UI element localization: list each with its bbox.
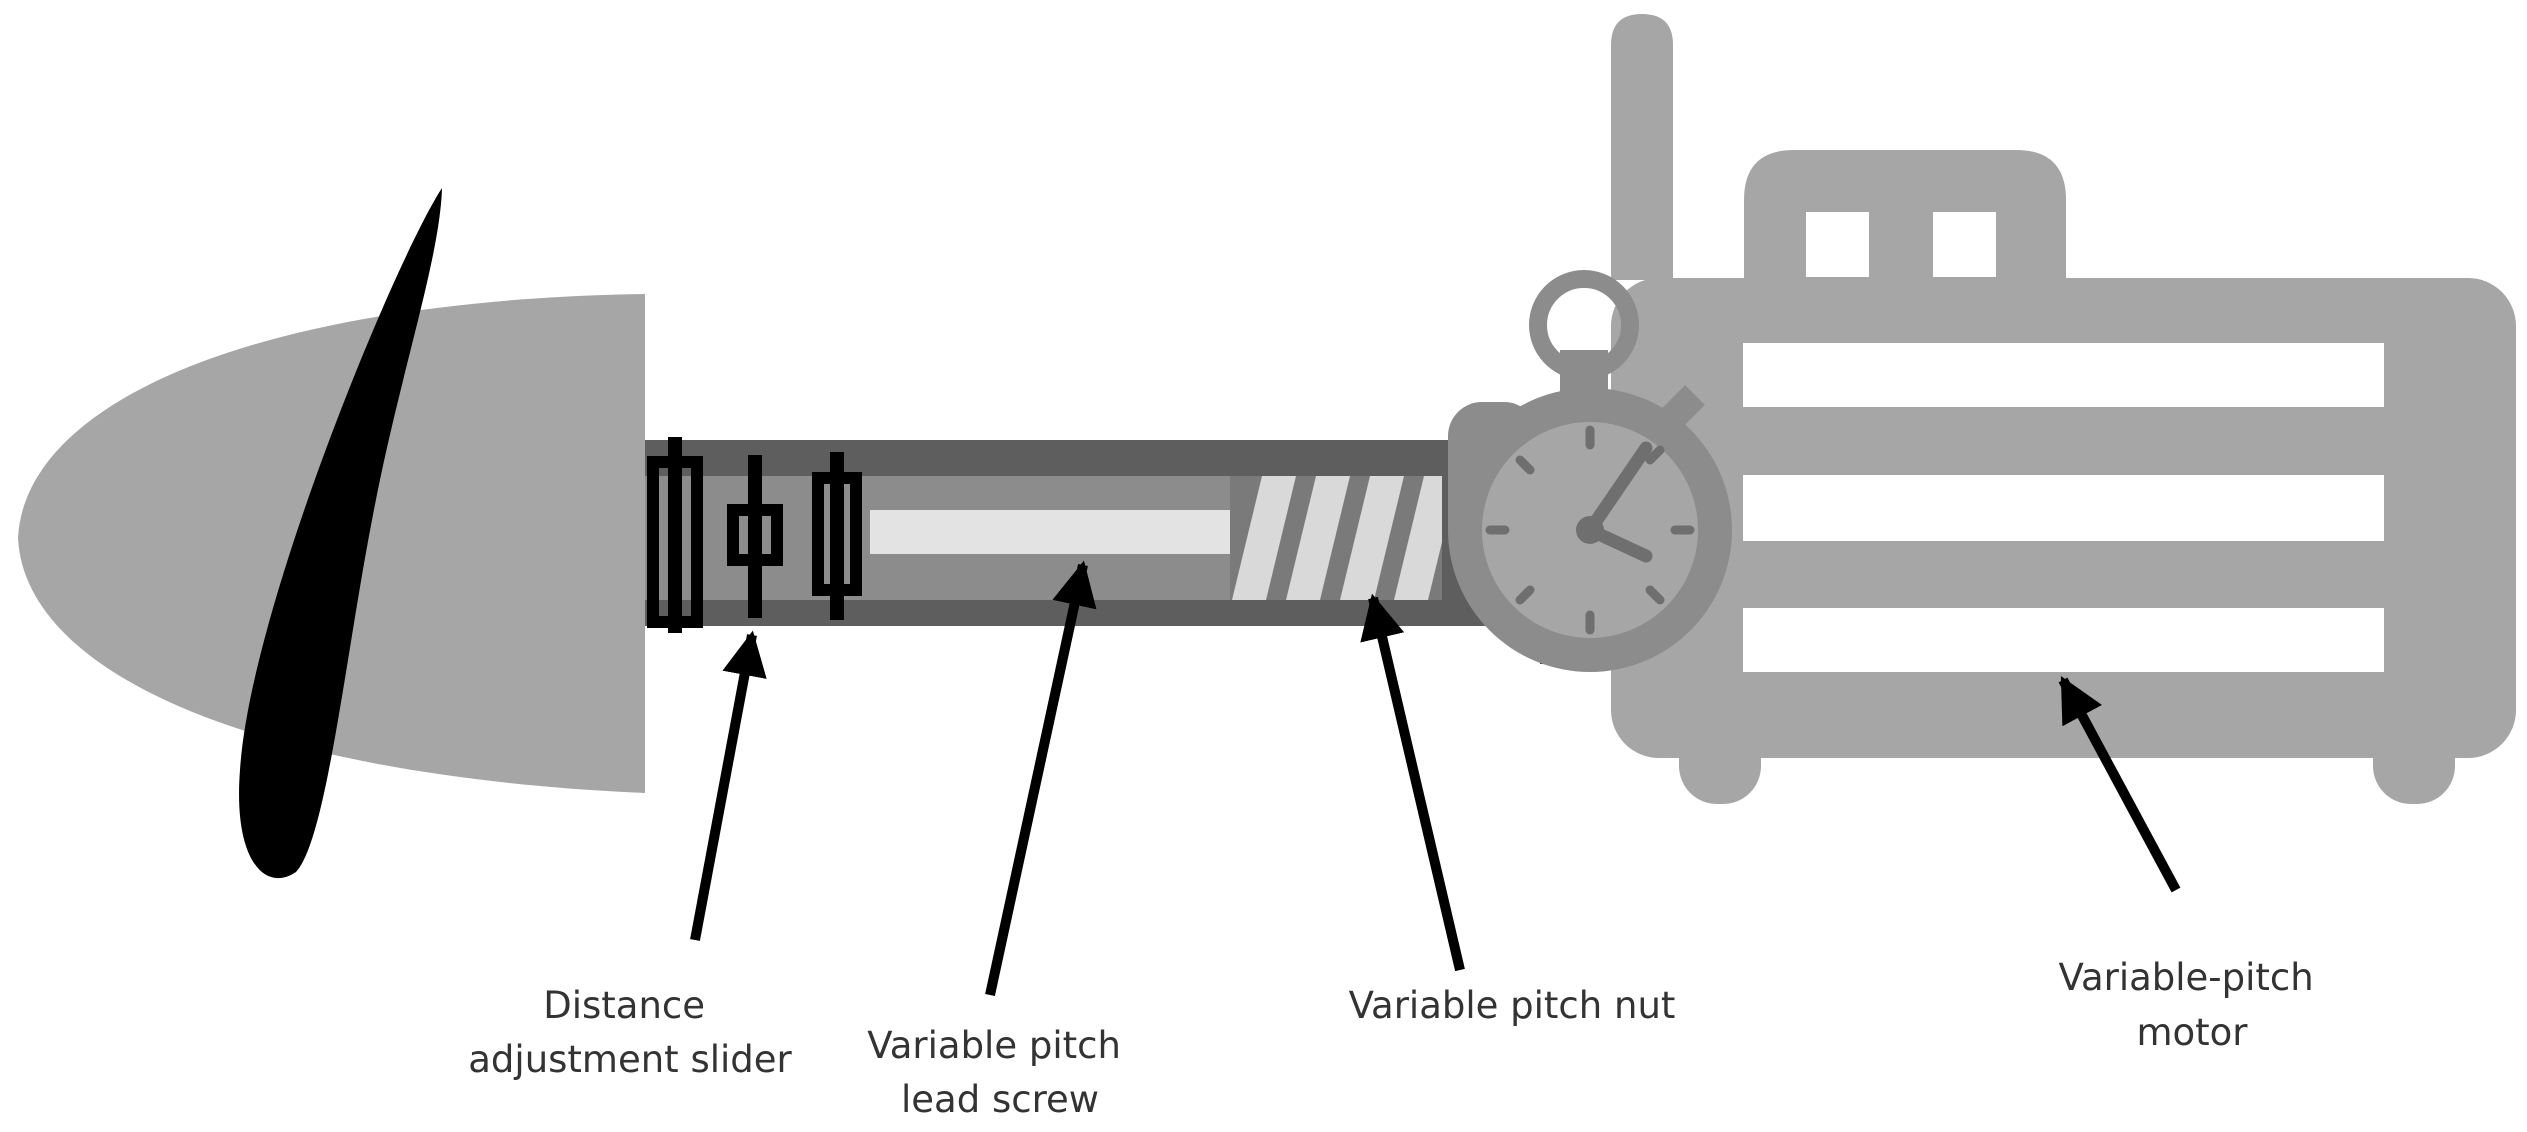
- motor-vent-right: [1933, 212, 1996, 277]
- motor-top-housing: [1744, 150, 2066, 280]
- propeller-spinner-icon: [18, 188, 645, 879]
- labels: Distance adjustment slider Variable pitc…: [468, 956, 2326, 1121]
- motor-exhaust-stack: [1611, 14, 1673, 280]
- label-motor: Variable-pitch motor: [2059, 956, 2326, 1054]
- motor-stripe-bottom: [1743, 608, 2384, 672]
- motor-foot-left: [1679, 700, 1761, 804]
- variable-pitch-nut: [1230, 476, 1442, 600]
- stopwatch-ticks: [1485, 425, 1695, 635]
- motor-foot-right: [2373, 700, 2455, 804]
- arrow-nut: [1360, 593, 1465, 972]
- motor-icon: [1611, 14, 2516, 804]
- motor-stripe-top: [1743, 343, 2384, 407]
- stopwatch-hub: [1576, 516, 1604, 544]
- stopwatch-hand-long: [1583, 441, 1653, 537]
- arrow-motor: [2058, 676, 2181, 893]
- motor-vent-left: [1806, 212, 1869, 277]
- label-nut: Variable pitch nut: [1349, 984, 1676, 1027]
- arrow-slider: [690, 630, 767, 941]
- propeller-blade: [239, 188, 442, 879]
- motor-stripe-middle: [1743, 475, 2384, 541]
- label-lead-screw: Variable pitch lead screw: [867, 1024, 1132, 1121]
- stopwatch-icon: [1448, 270, 1732, 672]
- nut-threads: [1232, 476, 1442, 600]
- arrow-lead-screw: [985, 560, 1097, 997]
- callout-arrows: [690, 560, 2181, 997]
- shaft-highlight: [870, 510, 1230, 554]
- label-slider: Distance adjustment slider: [468, 984, 792, 1081]
- distance-adjustment-slider: [647, 437, 862, 633]
